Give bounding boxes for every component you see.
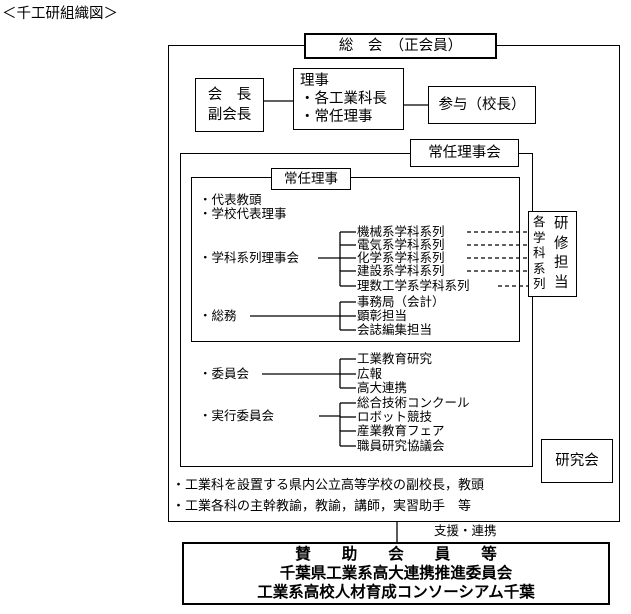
standing-directors-label: 常任理事 <box>284 171 338 187</box>
page-title: ＜千工研組織図＞ <box>2 6 118 22</box>
vice-president-label: 副会長 <box>207 107 252 123</box>
dept-series-item: 理数工学系学科系列 <box>357 278 470 293</box>
general-affairs-item: 顕彰担当 <box>357 308 408 323</box>
each-series-column: 各 学 科 系 列 <box>533 214 546 291</box>
general-affairs-item: 会誌編集担当 <box>357 322 433 337</box>
advisor-label: 参与（校長） <box>438 97 526 113</box>
president-label: 会 長 <box>207 87 252 103</box>
dept-series-item: 電気系学科系列 <box>357 237 445 252</box>
general-meeting-box <box>304 33 497 59</box>
exec-item: 総合技術コンクール <box>357 395 470 410</box>
standing-directors-box <box>271 168 351 190</box>
general-meeting-label: 総 会 （正会員） <box>338 38 463 54</box>
committee-item: 広報 <box>357 366 383 381</box>
dept-council-label: ・学科系列理事会 <box>199 250 300 265</box>
standing-directors-frame <box>191 177 520 342</box>
directors-box <box>293 68 404 130</box>
rep-head-label: ・代表教頭 <box>199 192 262 207</box>
committee-label: ・委員会 <box>199 366 250 381</box>
school-rep-label: ・学校代表理事 <box>199 206 287 221</box>
training-box <box>528 211 577 297</box>
directors-dept-heads: ・各工業科長 <box>300 91 387 107</box>
president-box <box>195 78 264 132</box>
dept-series-item: 化学系学科系列 <box>357 250 445 265</box>
supporters-box <box>182 542 610 605</box>
research-society-box <box>541 439 613 483</box>
research-society-label: 研究会 <box>555 453 599 469</box>
membership-note: ・工業各科の主幹教諭，教諭，講師，実習助手 等 <box>172 499 472 514</box>
exec-committee-label: ・実行委員会 <box>199 408 275 423</box>
general-affairs-item: 事務局（会計） <box>357 294 445 309</box>
directors-header: 理事 <box>300 73 329 89</box>
training-column: 研 修 担 当 <box>554 216 569 291</box>
advisor-box <box>428 86 536 124</box>
directors-standing: ・常任理事 <box>300 109 373 125</box>
membership-note: ・工業科を設置する県内公立高等学校の副校長，教頭 <box>172 478 485 493</box>
supporters-line: 賛 助 会 員 等 <box>295 545 497 563</box>
support-label: 支援・連携 <box>434 523 497 538</box>
supporters-line: 工業系高校人材育成コンソーシアム千葉 <box>257 583 535 601</box>
general-affairs-label: ・総務 <box>199 308 237 323</box>
standing-board-box <box>410 139 519 167</box>
dept-series-item: 建設系学科系列 <box>357 263 445 278</box>
standing-board-label: 常任理事会 <box>428 145 501 161</box>
committee-item: 高大連携 <box>357 380 408 395</box>
committee-item: 工業教育研究 <box>357 351 433 366</box>
supporters-line: 千葉県工業系高大連携推進委員会 <box>279 564 513 582</box>
exec-item: ロボット競技 <box>357 409 433 424</box>
exec-item: 産業教育フェア <box>357 423 445 438</box>
exec-item: 職員研究協議会 <box>357 438 445 453</box>
dept-series-item: 機械系学科系列 <box>357 224 445 239</box>
